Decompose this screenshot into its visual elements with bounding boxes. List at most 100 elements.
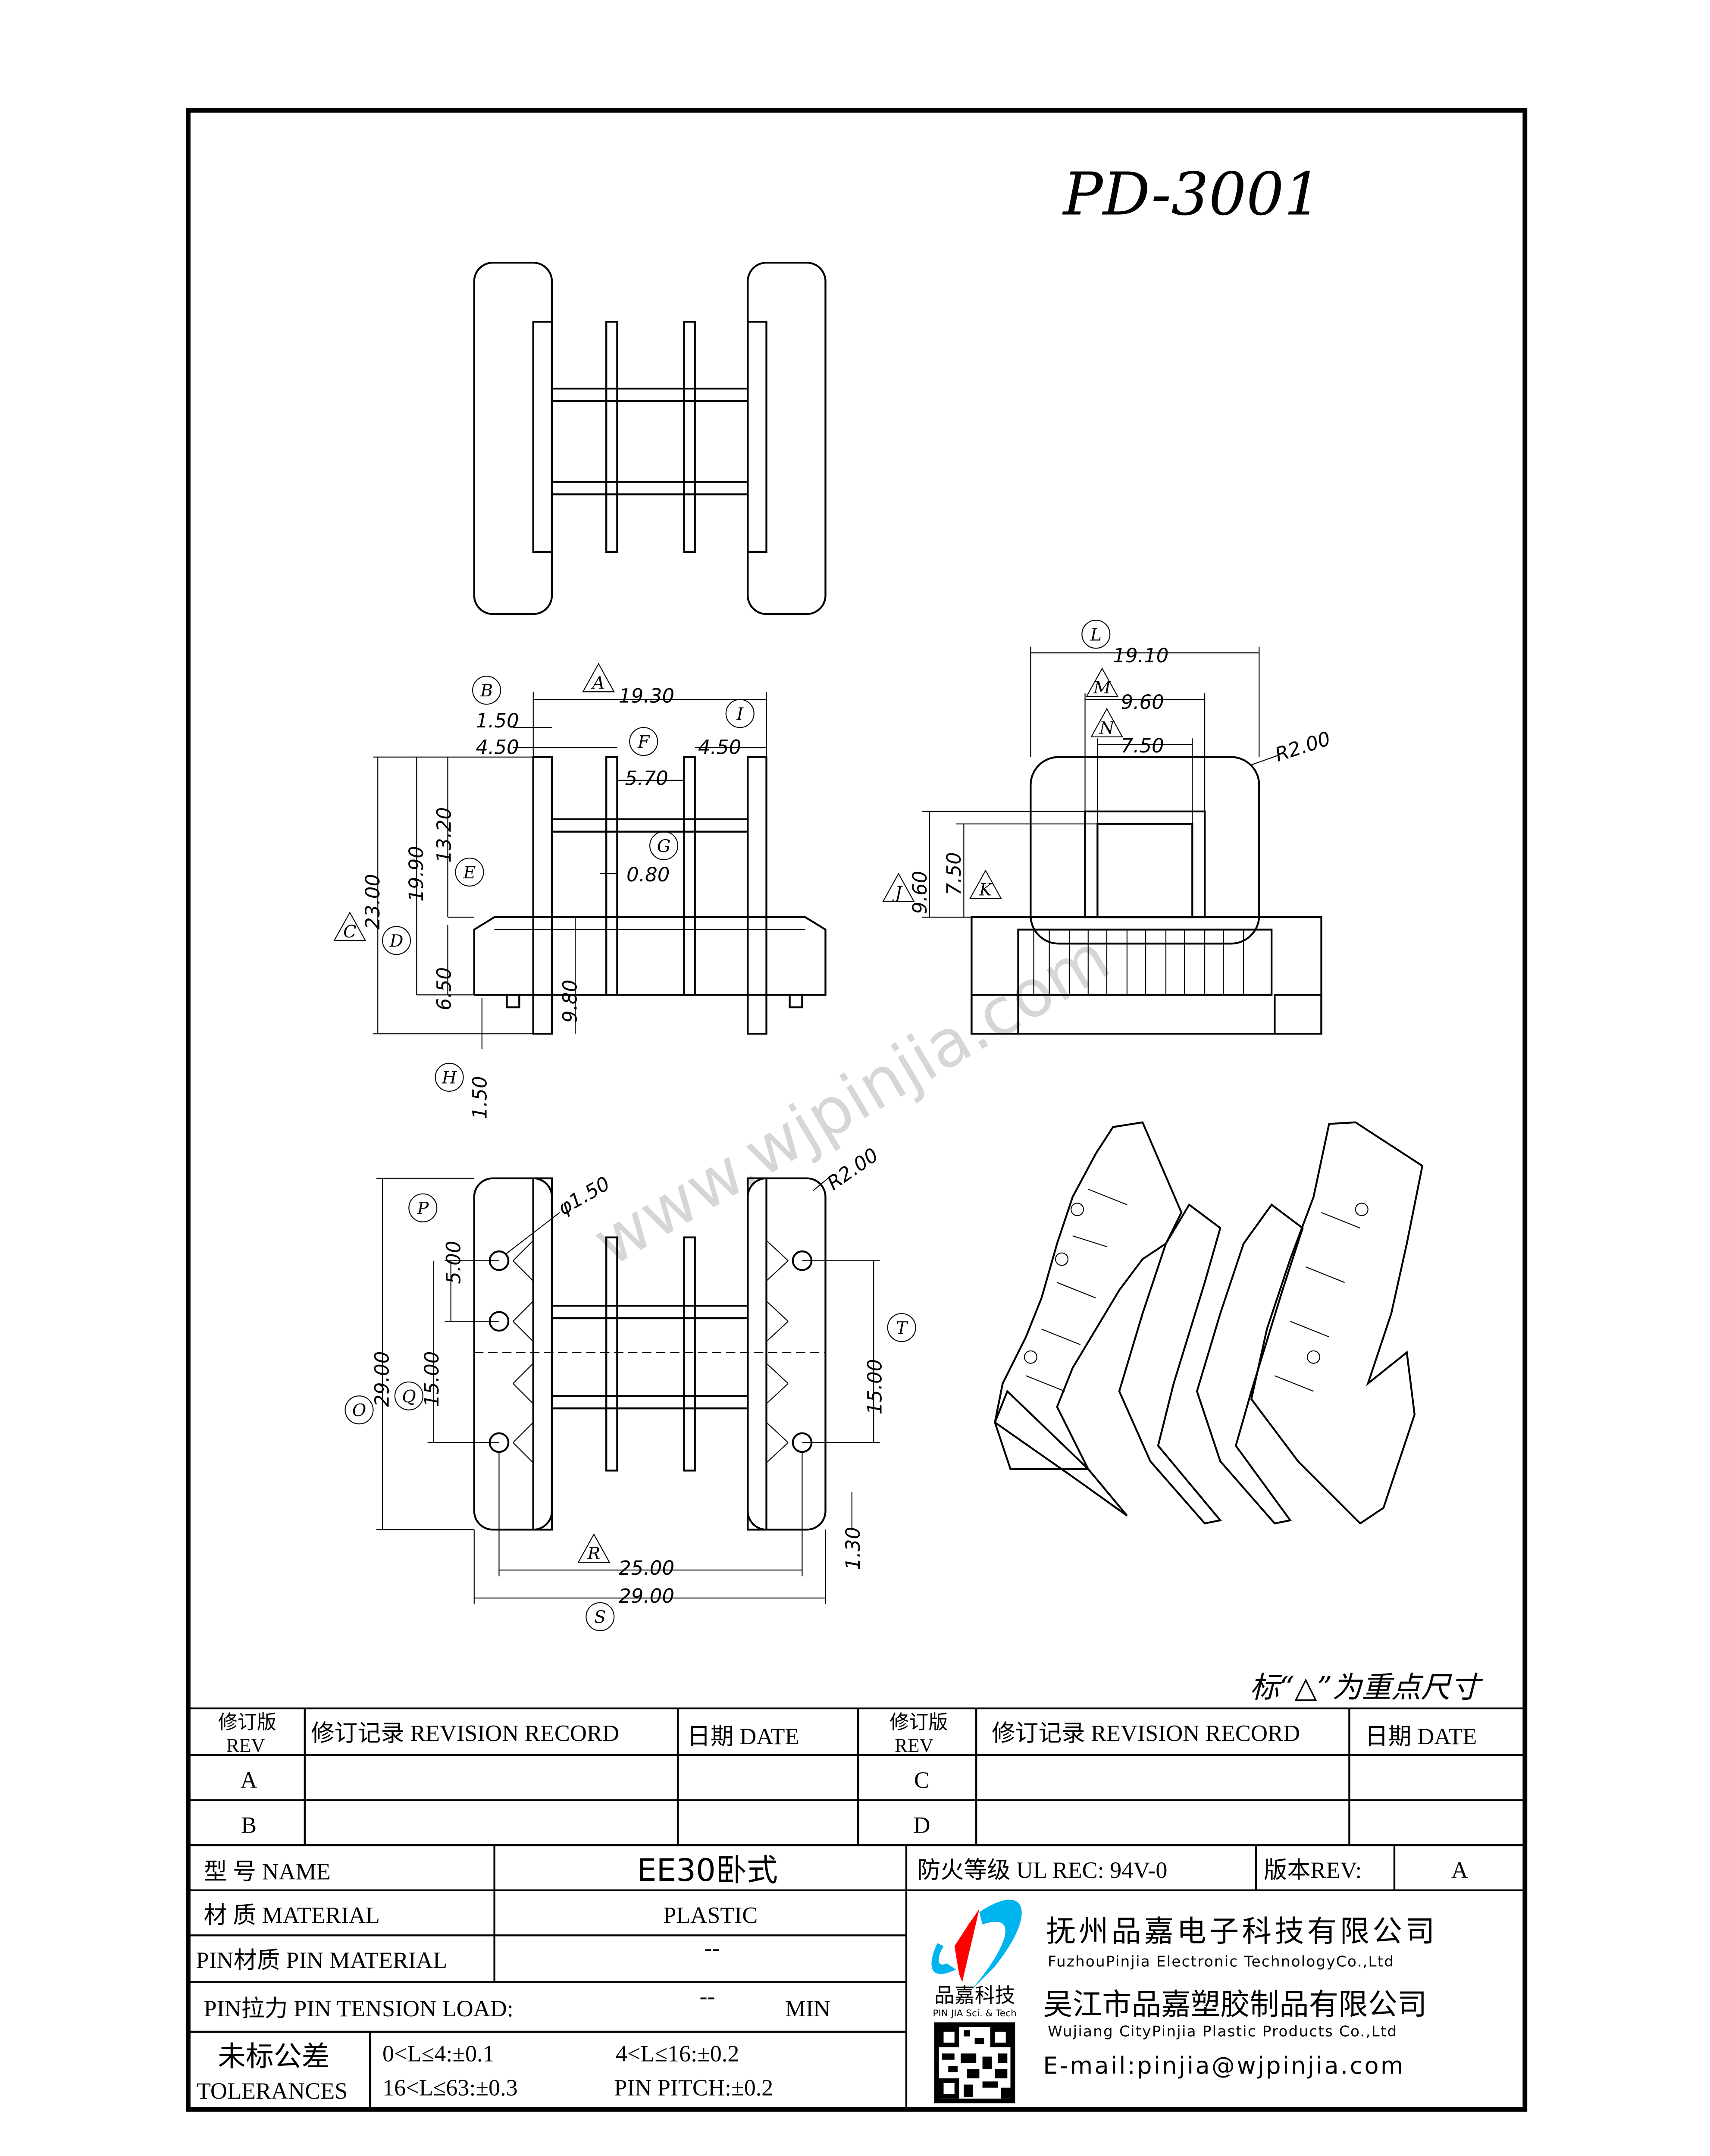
callout-P: P [408,1193,438,1222]
version-label: 版本REV: [1264,1857,1362,1883]
svg-text:M: M [1093,678,1112,698]
callout-A-key: A [582,663,615,693]
pin-tension-unit: MIN [785,1996,830,2021]
date-header-left: 日期 DATE [687,1724,799,1749]
svg-text:E: E [463,863,476,883]
rev-row-A: A [240,1767,257,1793]
rev-header-en-right: REV [895,1735,934,1756]
callout-C-key: C [333,911,366,942]
dim-1-50-pin: 1.50 [469,1076,492,1119]
isometric-view [993,1121,1424,1525]
dim-4-50-left: 4.50 [476,736,519,758]
dim-7-50: 7.50 [1121,734,1164,757]
callout-F: F [629,727,658,756]
name-label: 型 号 NAME [204,1859,330,1885]
callout-N-key: N [1090,708,1123,738]
callout-I: I [725,699,755,728]
sheet-border [186,108,1528,2112]
svg-text:S: S [594,1608,606,1627]
callout-T: T [887,1313,916,1342]
rev-row-C: C [914,1767,930,1793]
dim-15-00-left: 15.00 [420,1351,443,1407]
tolerance-label-en: TOLERANCES [197,2078,348,2104]
rev-row-D: D [913,1812,930,1838]
pin-tension-label: PIN拉力 PIN TENSION LOAD: [204,1996,513,2021]
dim-r2-00-side: R2.00 [1272,727,1334,766]
revision-table: 修订版 REV 修订记录 REVISION RECORD 日期 DATE 修订版… [188,1707,1525,1846]
pin-material-label: PIN材质 PIN MATERIAL [196,1947,447,1973]
callout-Q: Q [394,1381,423,1410]
company-logo: 品嘉科技 PIN JIA Sci. & Tech [931,1899,1022,2019]
callout-D: D [382,926,411,955]
company-name-1-en: FuzhouPinjia Electronic TechnologyCo.,Lt… [1048,1953,1394,1970]
svg-text:K: K [979,880,993,900]
company-name-2-cn: 吴江市品嘉塑胶制品有限公司 [1043,1987,1427,2022]
dim-15-00-right: 15.00 [863,1359,886,1415]
tolerance-16-63: 16<L≤63:±0.3 [382,2075,518,2101]
svg-text:O: O [352,1401,366,1420]
tolerance-pin-pitch: PIN PITCH:±0.2 [614,2075,773,2101]
svg-text:R: R [587,1544,600,1564]
callout-S: S [586,1602,615,1631]
company-name-2-en: Wujiang CityPinjia Plastic Products Co.,… [1048,2023,1397,2040]
name-value: EE30卧式 [637,1852,778,1889]
svg-text:Q: Q [402,1387,416,1407]
svg-text:B: B [480,681,493,701]
callout-K-key: K [969,869,1002,900]
svg-text:C: C [343,922,356,942]
rev-row-B: B [241,1812,257,1838]
rev-header-cn-right: 修订版 [889,1711,948,1733]
dim-13-20: 13.20 [433,807,456,863]
svg-text:D: D [389,931,404,951]
dim-19-90: 19.90 [405,846,428,902]
dim-29-00-horizontal: 29.00 [619,1585,674,1608]
svg-text:G: G [657,837,671,856]
callouts: B I F G E D H L O P Q T S A C M N J K R [333,620,1123,1631]
logo-subtext: PIN JIA Sci. & Tech [933,2008,1016,2019]
rev-header-en-left: REV [226,1735,266,1756]
dim-9-80: 9.80 [559,980,582,1023]
callout-O: O [345,1395,374,1425]
drawing-number: PD-3001 [1062,160,1322,229]
logo-text: 品嘉科技 [934,1984,1015,2007]
qr-code [934,2022,1015,2103]
fire-rating: 防火等级 UL REC: 94V-0 [917,1857,1167,1883]
svg-text:N: N [1099,718,1115,738]
callout-H: H [435,1062,464,1092]
callout-E: E [455,857,484,887]
callout-L: L [1081,620,1111,649]
callout-M-key: M [1086,667,1119,698]
pin-holes [489,1250,813,1453]
callout-B: B [472,676,501,705]
dim-5-00: 5.00 [442,1241,465,1284]
pin-material-value: -- [704,1935,720,1961]
callout-G: G [649,831,679,860]
dim-4-50-right: 4.50 [698,736,741,758]
tolerance-4-16: 4<L≤16:±0.2 [616,2040,739,2066]
svg-text:I: I [736,704,744,724]
dim-25-00: 25.00 [619,1557,674,1579]
dim-1-50: 1.50 [476,709,519,732]
svg-text:J: J [892,883,903,903]
version-value: A [1451,1857,1468,1883]
material-label: 材 质 MATERIAL [204,1902,379,1928]
dim-0-80: 0.80 [626,863,670,886]
tolerance-label-cn: 未标公差 [218,2041,329,2072]
dim-29-00-vertical: 29.00 [370,1351,393,1407]
company-block: 品嘉科技 PIN JIA Sci. & Tech 抚州品嘉电子科技有限公司 Fu… [931,1899,1438,2103]
material-value: PLASTIC [663,1902,758,1928]
side-view: 19.10 9.60 7.50 R2.00 9.60 7.50 [908,644,1334,1035]
dim-9-60: 9.60 [1121,691,1164,714]
rev-header-cn-left: 修订版 [218,1711,276,1733]
tolerance-0-4: 0<L≤4:±0.1 [382,2040,495,2066]
company-name-1-cn: 抚州品嘉电子科技有限公司 [1046,1915,1438,1949]
dim-9-60-vertical: 9.60 [908,871,931,914]
svg-text:P: P [417,1199,429,1219]
dim-5-70: 5.70 [625,767,668,790]
pin-tension-value: -- [700,1983,715,2009]
key-dimension-note: 标“△”为重点尺寸 [1250,1670,1483,1705]
svg-text:F: F [637,732,650,752]
svg-text:H: H [442,1068,457,1088]
svg-text:A: A [591,673,605,693]
